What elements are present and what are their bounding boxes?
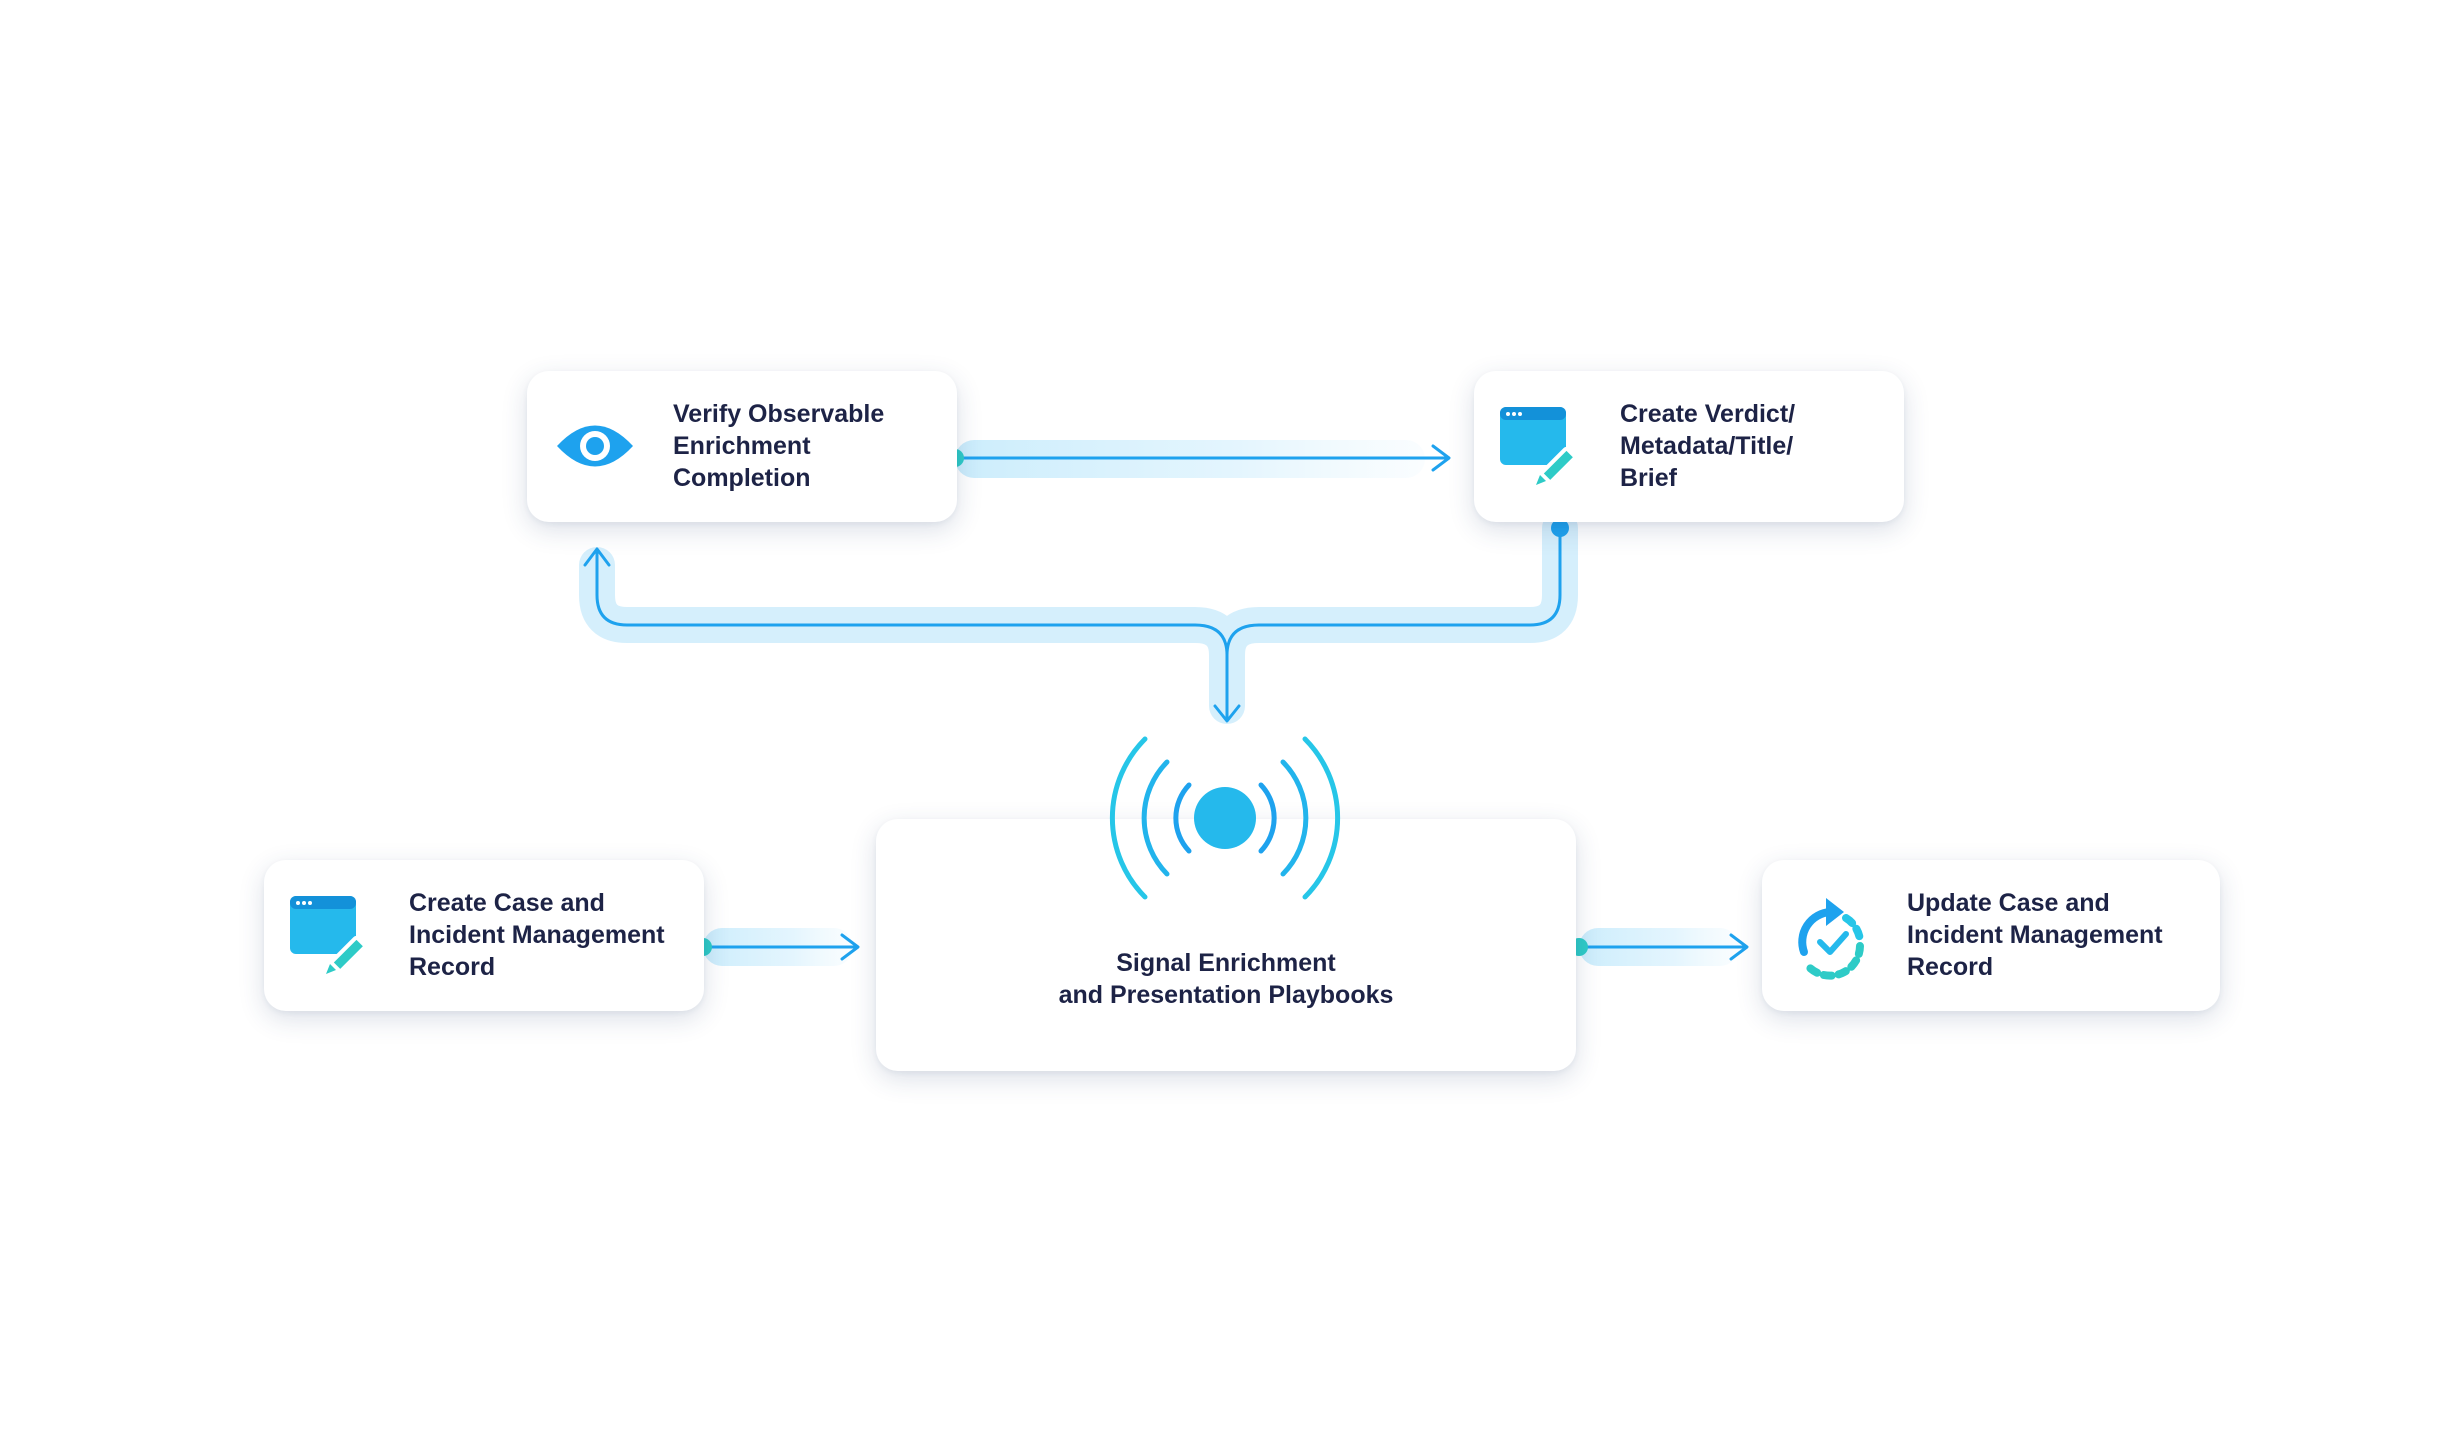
node-update-case: Update Case and Incident Management Reco… <box>1762 860 2220 1011</box>
window-edit-icon <box>1500 407 1577 485</box>
eye-icon <box>557 425 633 467</box>
node-update-case-label: Update Case and Incident Management Reco… <box>1907 889 2163 981</box>
window-edit-icon <box>290 896 367 974</box>
connector-loop <box>579 510 1578 724</box>
node-verdict-label: Create Verdict/ Metadata/Title/ Brief <box>1620 400 1796 492</box>
connector-signal-to-update-case <box>1570 928 1749 966</box>
node-create-case-label: Create Case and Incident Management Reco… <box>409 889 665 981</box>
node-create-verdict: Create Verdict/ Metadata/Title/ Brief <box>1474 371 1904 522</box>
node-signal-label: Signal Enrichment and Presentation Playb… <box>1058 949 1394 1009</box>
connector-verify-to-verdict <box>946 440 1451 478</box>
signal-broadcast-icon <box>1109 736 1341 900</box>
connector-create-case-to-signal <box>694 928 860 966</box>
node-verify-observable: Verify Observable Enrichment Completion <box>527 371 957 522</box>
node-signal-enrichment: Signal Enrichment and Presentation Playb… <box>876 819 1576 1071</box>
refresh-check-icon <box>1798 898 1864 980</box>
node-verify-label: Verify Observable Enrichment Completion <box>673 400 885 492</box>
node-create-case: Create Case and Incident Management Reco… <box>264 860 704 1011</box>
